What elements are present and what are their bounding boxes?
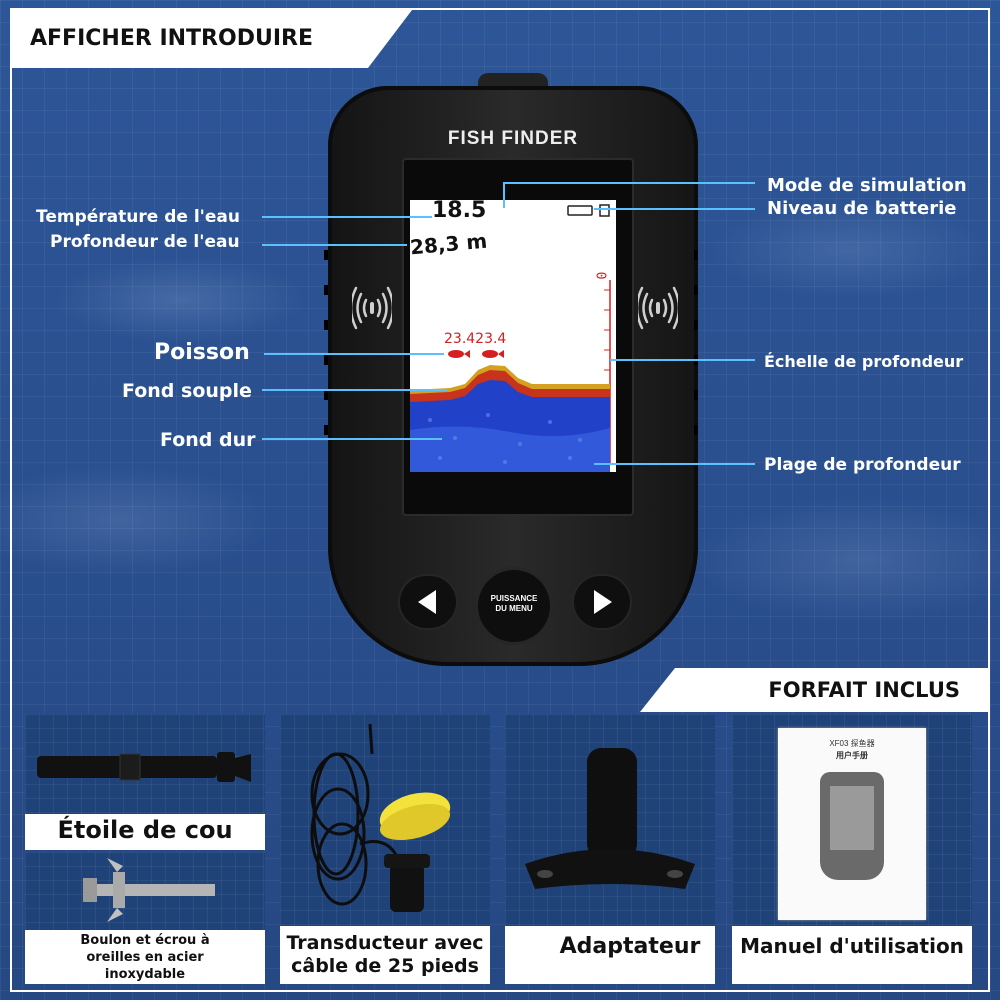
menu-button-label-2: DU MENU xyxy=(495,604,533,613)
pointer-line-depth-scale xyxy=(610,359,755,361)
pointer-line-depth xyxy=(262,244,407,246)
header-banner: AFFICHER INTRODUIRE xyxy=(12,10,412,68)
label-battery-level: Niveau de batterie xyxy=(767,198,957,219)
sonar-wave-icon-right xyxy=(638,286,678,330)
package-banner: FORFAIT INCLUS xyxy=(640,668,990,712)
pointer-line-battery xyxy=(594,208,755,210)
adaptor-photo xyxy=(505,714,715,926)
label-water-depth: Profondeur de l'eau xyxy=(50,232,240,252)
adaptor-label: Adaptateur xyxy=(559,934,701,959)
sonar-wave-icon-left xyxy=(352,286,392,330)
label-depth-scale: Échelle de profondeur xyxy=(764,352,964,371)
menu-button-label-1: PUISSANCE xyxy=(490,594,538,603)
pointer-line-depth-range xyxy=(594,463,755,465)
header-title: AFFICHER INTRODUIRE xyxy=(30,26,313,51)
label-hard-bottom: Fond dur xyxy=(160,429,256,451)
neck-strap-label: Étoile de cou xyxy=(57,816,233,844)
sonar-screen xyxy=(410,200,616,472)
manual-label: Manuel d'utilisation xyxy=(740,934,964,958)
pointer-line-temperature xyxy=(262,216,432,218)
chevron-left-icon xyxy=(418,590,436,614)
neck-strap-image xyxy=(37,752,251,782)
transducer-image xyxy=(310,723,451,912)
pointer-line-fish xyxy=(264,353,444,355)
right-arrow-button[interactable] xyxy=(574,576,630,628)
label-soft-bottom: Fond souple xyxy=(122,380,252,402)
side-dots-left xyxy=(324,250,328,435)
label-depth-range: Plage de profondeur xyxy=(764,455,961,475)
left-arrow-button[interactable] xyxy=(400,576,456,628)
fish-icon xyxy=(448,350,504,358)
fish-depth-values: 23.423.4 xyxy=(444,331,507,347)
water-temperature-value: 18.5 xyxy=(432,198,487,223)
wing-bolt-label: Boulon et écrou à oreilles en acier inox… xyxy=(80,933,210,982)
pointer-line-soft-bottom xyxy=(262,389,447,391)
manual-subtitle: 用户手册 xyxy=(836,751,868,760)
pointer-line-simulation-drop xyxy=(503,182,505,208)
wing-bolt-photo xyxy=(25,852,265,930)
sonar-display xyxy=(410,204,611,472)
white-frame xyxy=(10,8,990,992)
wing-bolt-label-box xyxy=(25,930,265,984)
adaptor-image xyxy=(525,748,695,889)
neck-strap-label-box xyxy=(25,814,265,850)
depth-scale-zero: 0 xyxy=(592,271,608,280)
neck-strap-photo xyxy=(25,714,265,814)
device-brand: FISH FINDER xyxy=(447,128,579,149)
manual-device-picture xyxy=(820,772,884,880)
transducer-photo xyxy=(280,714,490,926)
pointer-line-simulation xyxy=(503,182,755,184)
transducer-label-box xyxy=(280,926,490,984)
manual-photo: XF03 探鱼器 用户手册 xyxy=(732,714,972,926)
chevron-right-icon xyxy=(594,590,612,614)
transducer-label-2: câble de 25 pieds xyxy=(291,955,479,977)
manual-page: XF03 探鱼器 用户手册 xyxy=(778,728,926,920)
manual-label-box xyxy=(732,926,972,984)
label-simulation-mode: Mode de simulation xyxy=(767,175,967,196)
manual-model: XF03 探鱼器 xyxy=(829,739,875,748)
label-fish: Poisson xyxy=(154,340,250,365)
pointer-line-hard-bottom xyxy=(262,438,442,440)
wing-bolt-image xyxy=(83,858,215,922)
package-title: FORFAIT INCLUS xyxy=(768,678,960,702)
transducer-label-1: Transducteur avec xyxy=(286,932,484,954)
adaptor-label-box xyxy=(505,926,715,984)
side-dots-right xyxy=(694,250,698,435)
label-water-temperature: Température de l'eau xyxy=(36,207,240,227)
